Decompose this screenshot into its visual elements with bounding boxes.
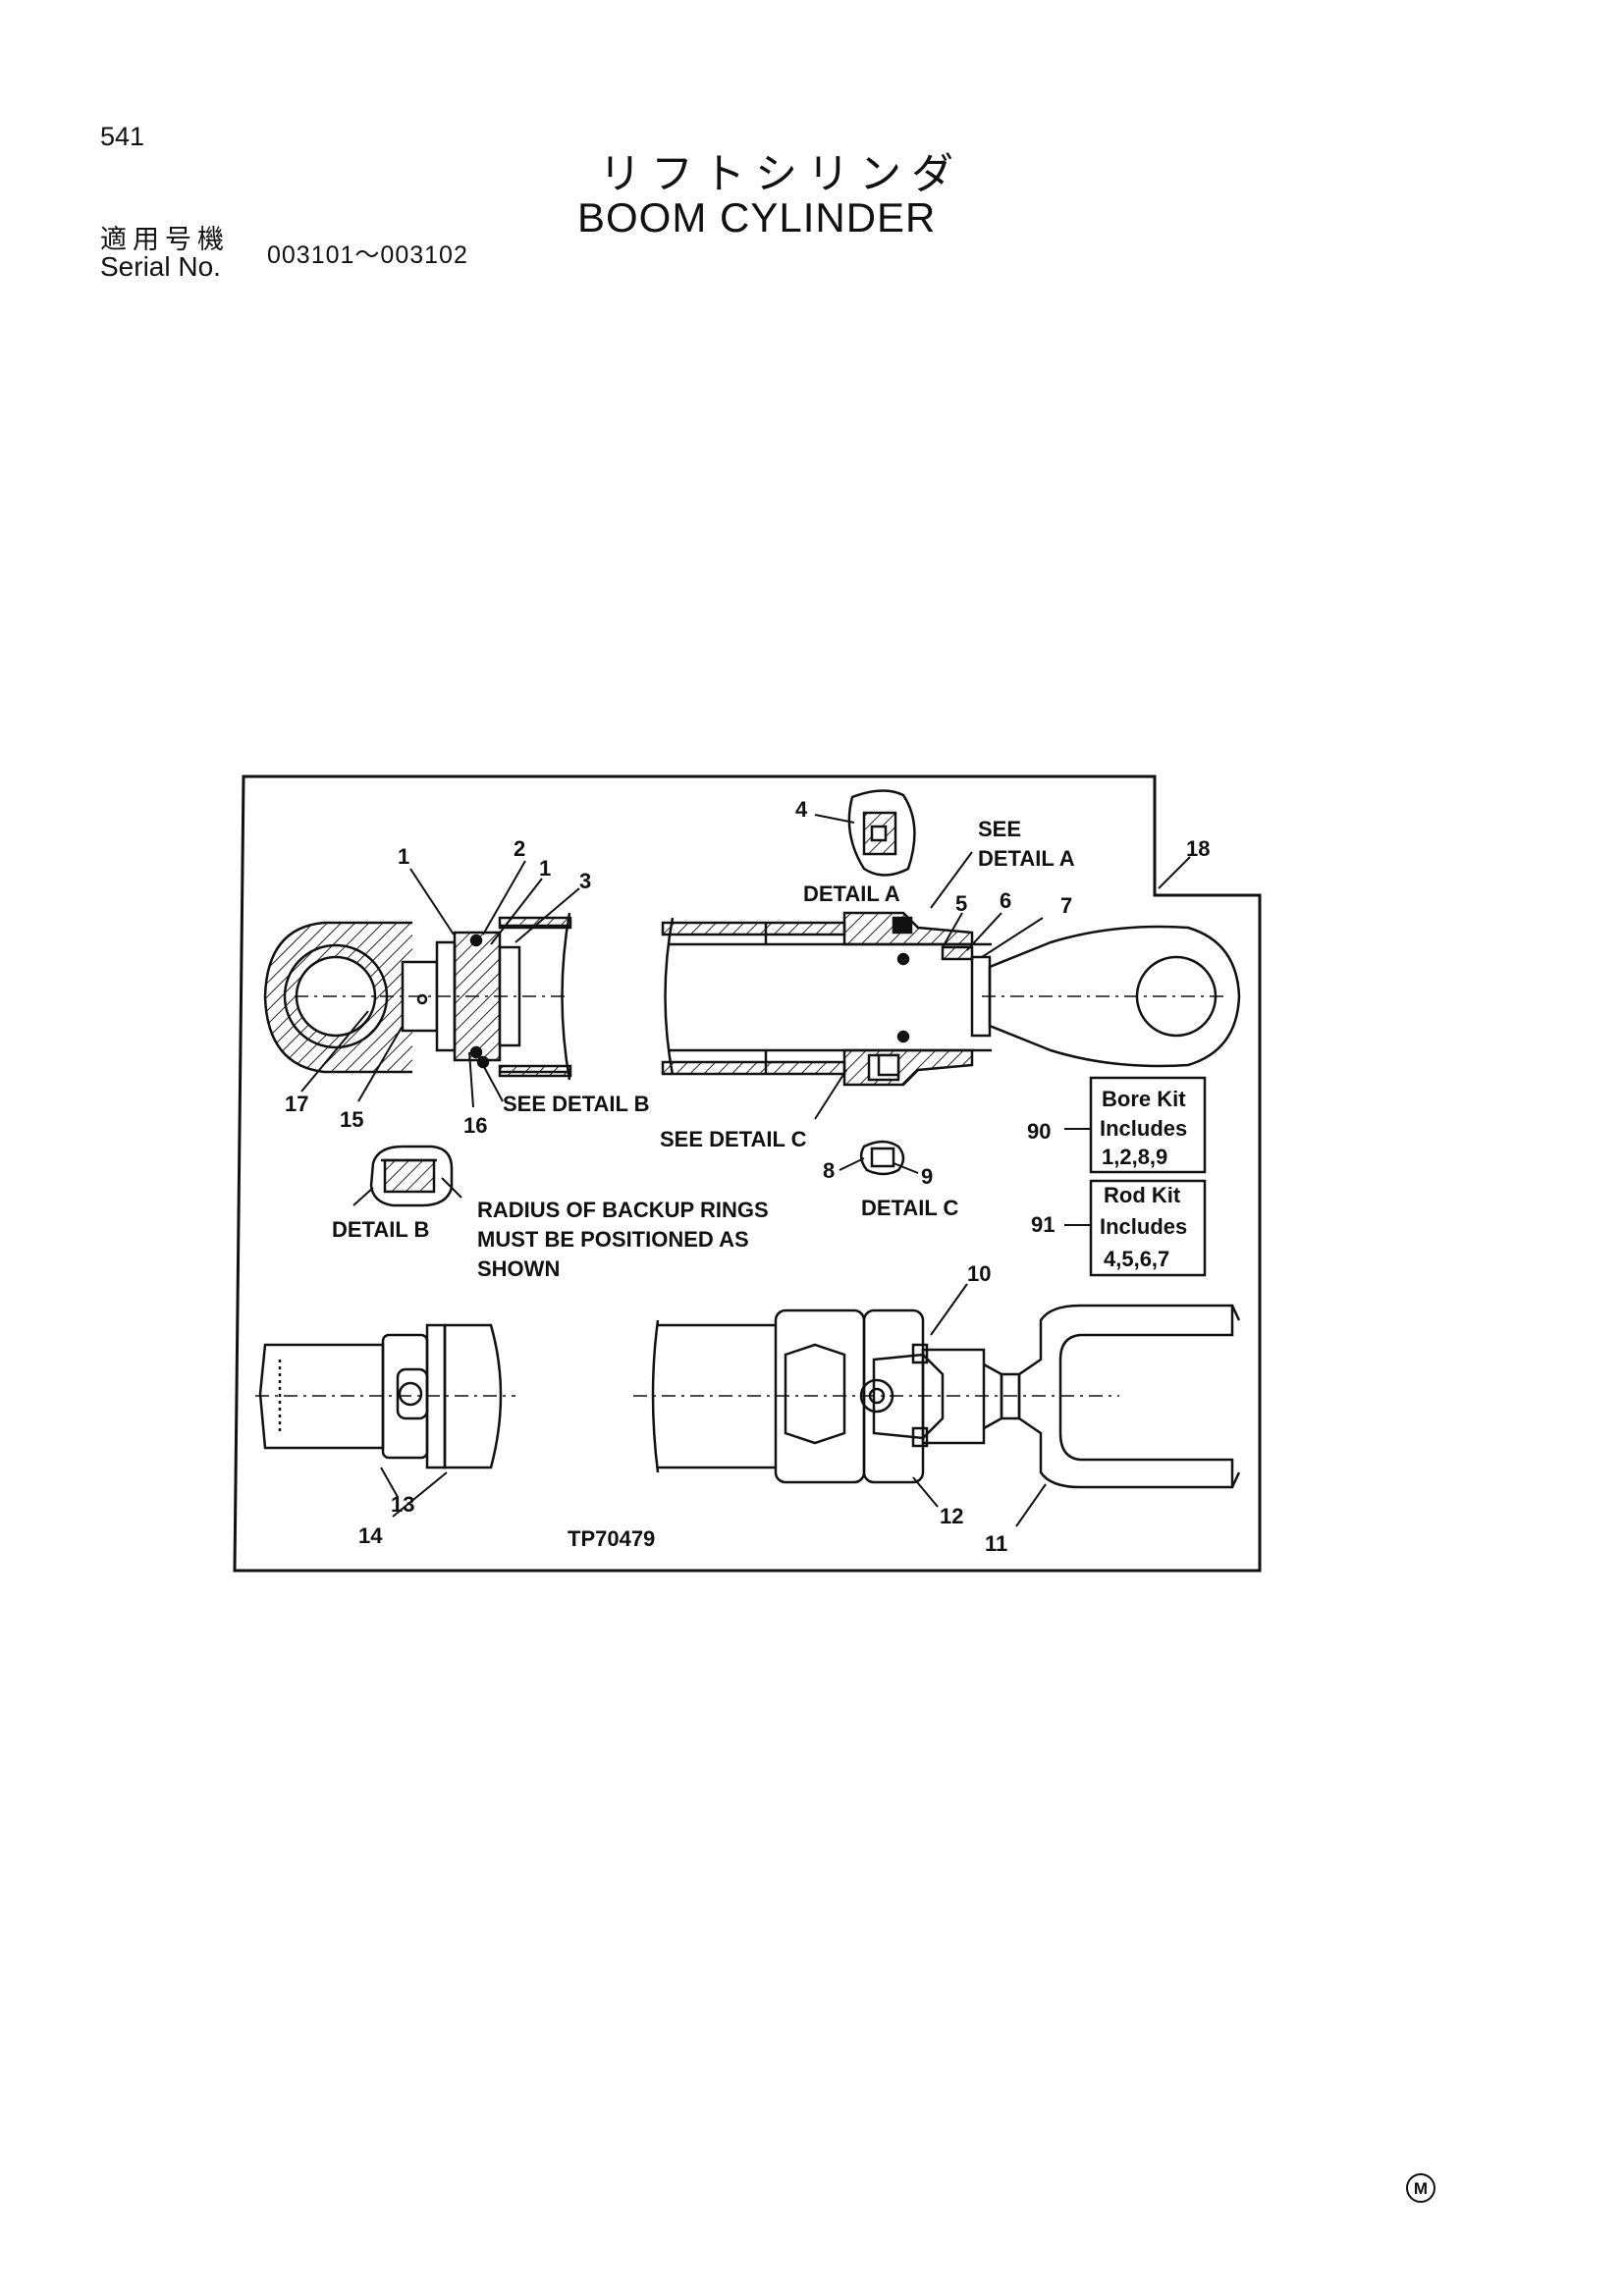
bore-kit-box bbox=[1089, 1076, 1207, 1174]
rod-kit-line1: Rod Kit bbox=[1104, 1183, 1181, 1207]
leader-lines bbox=[300, 814, 1191, 1527]
m-logo-icon: M bbox=[1404, 2171, 1437, 2205]
bore-kit-line1: Bore Kit bbox=[1102, 1087, 1186, 1111]
callout-10: 10 bbox=[967, 1261, 991, 1286]
callout-3: 3 bbox=[579, 869, 591, 893]
callout-5: 5 bbox=[955, 891, 967, 916]
callout-15: 15 bbox=[340, 1107, 363, 1132]
callout-1b: 1 bbox=[539, 856, 551, 881]
see-detail-b-label: SEE DETAIL B bbox=[503, 1092, 650, 1116]
callout-9: 9 bbox=[921, 1164, 933, 1189]
drawing-id: TP70479 bbox=[568, 1526, 655, 1551]
bore-kit-number: 90 bbox=[1027, 1119, 1051, 1144]
detail-a-label: DETAIL A bbox=[803, 881, 900, 906]
callout-7: 7 bbox=[1060, 893, 1072, 918]
serial-label-japanese: 適用号機 bbox=[100, 225, 230, 255]
head-end-exterior bbox=[255, 1323, 515, 1469]
detail-b bbox=[369, 1145, 454, 1207]
serial-range: 003101～003102 bbox=[267, 241, 468, 269]
callout-16: 16 bbox=[463, 1113, 487, 1138]
diagram-labels: SEE DETAIL A DETAIL A SEE DETAIL B SEE D… bbox=[332, 817, 1187, 1551]
callout-2: 2 bbox=[514, 836, 525, 861]
callout-17: 17 bbox=[285, 1092, 308, 1116]
callout-11: 11 bbox=[985, 1531, 1007, 1556]
page-title-japanese: リフトシリンダ bbox=[599, 150, 963, 199]
rod-kit-line3: 4,5,6,7 bbox=[1104, 1247, 1169, 1271]
callout-12: 12 bbox=[940, 1504, 963, 1528]
see-detail-a-line1: SEE bbox=[978, 817, 1021, 841]
detail-c-label: DETAIL C bbox=[861, 1196, 959, 1220]
callout-4: 4 bbox=[795, 797, 808, 822]
rod-end-section bbox=[661, 911, 1241, 1087]
head-end-section bbox=[263, 912, 572, 1081]
rod-kit-box bbox=[1089, 1179, 1207, 1277]
detail-c bbox=[859, 1140, 905, 1176]
page-title: BOOM CYLINDER bbox=[577, 194, 937, 240]
bore-kit-line2: Includes bbox=[1100, 1116, 1187, 1141]
diagram-frame bbox=[233, 774, 1262, 1573]
note-line-1: RADIUS OF BACKUP RINGS bbox=[477, 1198, 769, 1222]
see-detail-a-line2: DETAIL A bbox=[978, 846, 1075, 871]
detail-a bbox=[847, 789, 916, 877]
note-line-2: MUST BE POSITIONED AS bbox=[477, 1227, 749, 1252]
page-number: 541 bbox=[100, 122, 145, 151]
callout-13: 13 bbox=[391, 1492, 414, 1517]
callout-1: 1 bbox=[398, 844, 409, 869]
see-detail-c-label: SEE DETAIL C bbox=[660, 1127, 807, 1151]
callout-8: 8 bbox=[823, 1158, 835, 1183]
note-line-3: SHOWN bbox=[477, 1256, 560, 1281]
callout-6: 6 bbox=[1000, 888, 1011, 913]
detail-b-label: DETAIL B bbox=[332, 1217, 429, 1242]
m-mark-text: M bbox=[1414, 2179, 1428, 2198]
callout-numbers: 1 2 1 3 4 5 6 7 8 9 10 11 12 13 14 15 16… bbox=[285, 797, 1210, 1556]
callout-14: 14 bbox=[358, 1523, 383, 1548]
serial-label: Serial No. bbox=[100, 251, 221, 282]
rod-end-exterior bbox=[633, 1304, 1241, 1489]
rod-kit-line2: Includes bbox=[1100, 1214, 1187, 1239]
bore-kit-line3: 1,2,8,9 bbox=[1102, 1145, 1167, 1169]
rod-kit-number: 91 bbox=[1031, 1212, 1055, 1237]
callout-18: 18 bbox=[1186, 836, 1210, 861]
